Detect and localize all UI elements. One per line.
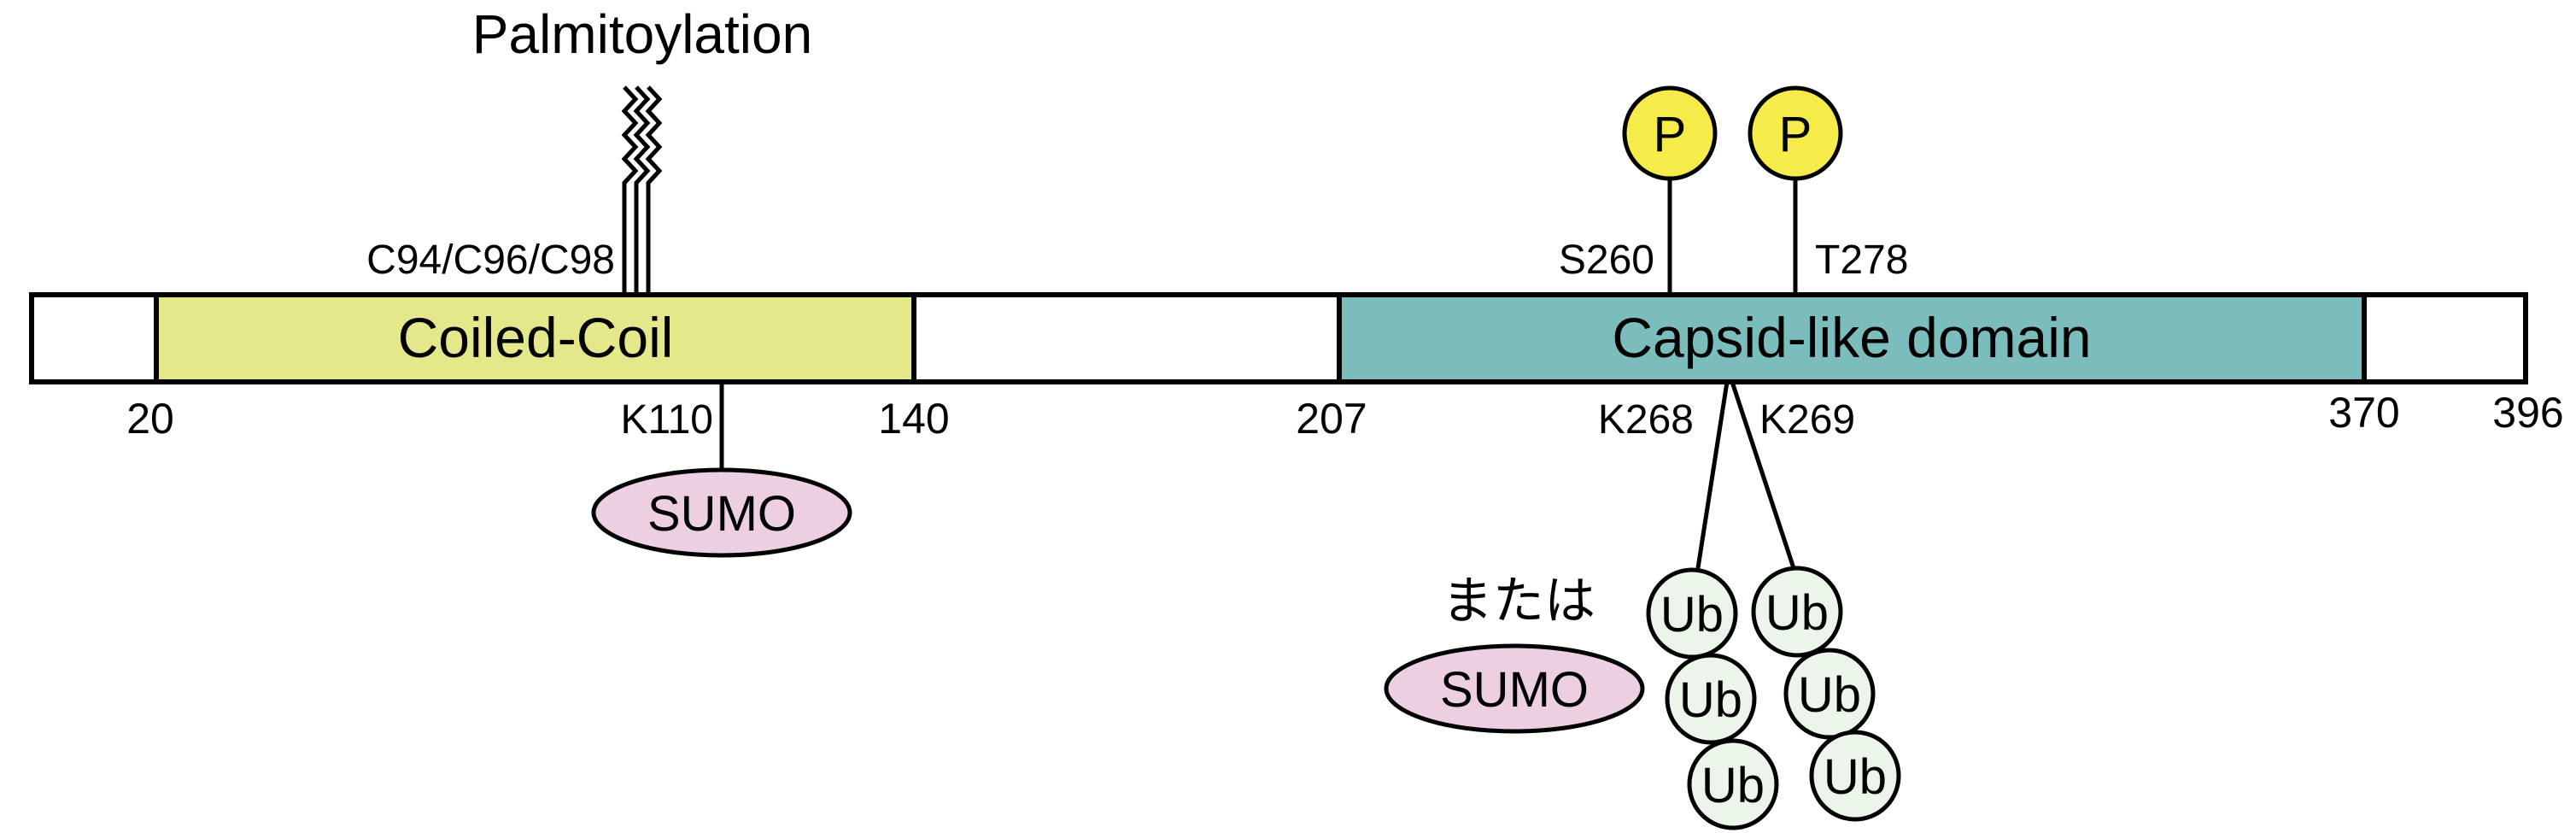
phospho-s260-site-label: S260	[1559, 238, 1654, 283]
ub-chain-right-1-label: Ub	[1765, 585, 1829, 641]
position-label-140: 140	[878, 395, 949, 443]
ub-chain-left-2	[1665, 653, 1757, 745]
ub-chain-right-3	[1809, 730, 1901, 822]
phospho-s260-symbol: P	[1654, 107, 1687, 162]
phospho-s260-circle	[1622, 85, 1718, 181]
ub-chain-left-3	[1687, 738, 1779, 830]
sumo-k110-label: SUMO	[647, 486, 796, 542]
alternative-sumo-ellipse	[1384, 643, 1645, 734]
capsid-like-domain-label: Capsid-like domain	[1612, 306, 2091, 369]
ub-chain-left-2-label: Ub	[1679, 672, 1742, 728]
sumo-k110-site-label: K110	[620, 397, 713, 443]
coiled-coil-domain	[154, 292, 916, 384]
position-label-370: 370	[2328, 389, 2399, 437]
phospho-t278-circle	[1748, 85, 1843, 181]
sumo-k110-ellipse	[591, 467, 852, 558]
ub-site-k269-label: K269	[1759, 397, 1855, 443]
capsid-like-domain	[1337, 292, 2367, 384]
ub-chain-right-2	[1783, 648, 1876, 740]
palmitoyl-chains-icon	[621, 85, 663, 295]
ub-chain-left-1	[1646, 567, 1738, 660]
alternative-or-text: または	[1442, 572, 1595, 631]
coiled-coil-domain-label: Coiled-Coil	[398, 306, 674, 369]
ub-k268-stem	[1695, 381, 1730, 569]
position-label-20: 20	[126, 395, 174, 443]
palmitoylation-sites-label: C94/C96/C98	[366, 238, 615, 283]
ub-chain-left-3-label: Ub	[1701, 758, 1765, 813]
ub-site-k268-label: K268	[1598, 397, 1694, 443]
ub-chain-right-1	[1751, 566, 1843, 658]
position-label-396: 396	[2492, 389, 2563, 437]
alternative-sumo-label: SUMO	[1440, 662, 1589, 718]
ub-chain-right-2-label: Ub	[1798, 667, 1861, 723]
ub-k269-stem	[1730, 381, 1796, 569]
phospho-t278-symbol: P	[1779, 107, 1812, 162]
ub-chain-right-3-label: Ub	[1824, 749, 1887, 805]
position-label-207: 207	[1296, 395, 1367, 443]
ub-chain-left-1-label: Ub	[1660, 587, 1724, 642]
phospho-t278-site-label: T278	[1815, 238, 1908, 283]
palmitoylation-title: Palmitoylation	[472, 3, 812, 65]
